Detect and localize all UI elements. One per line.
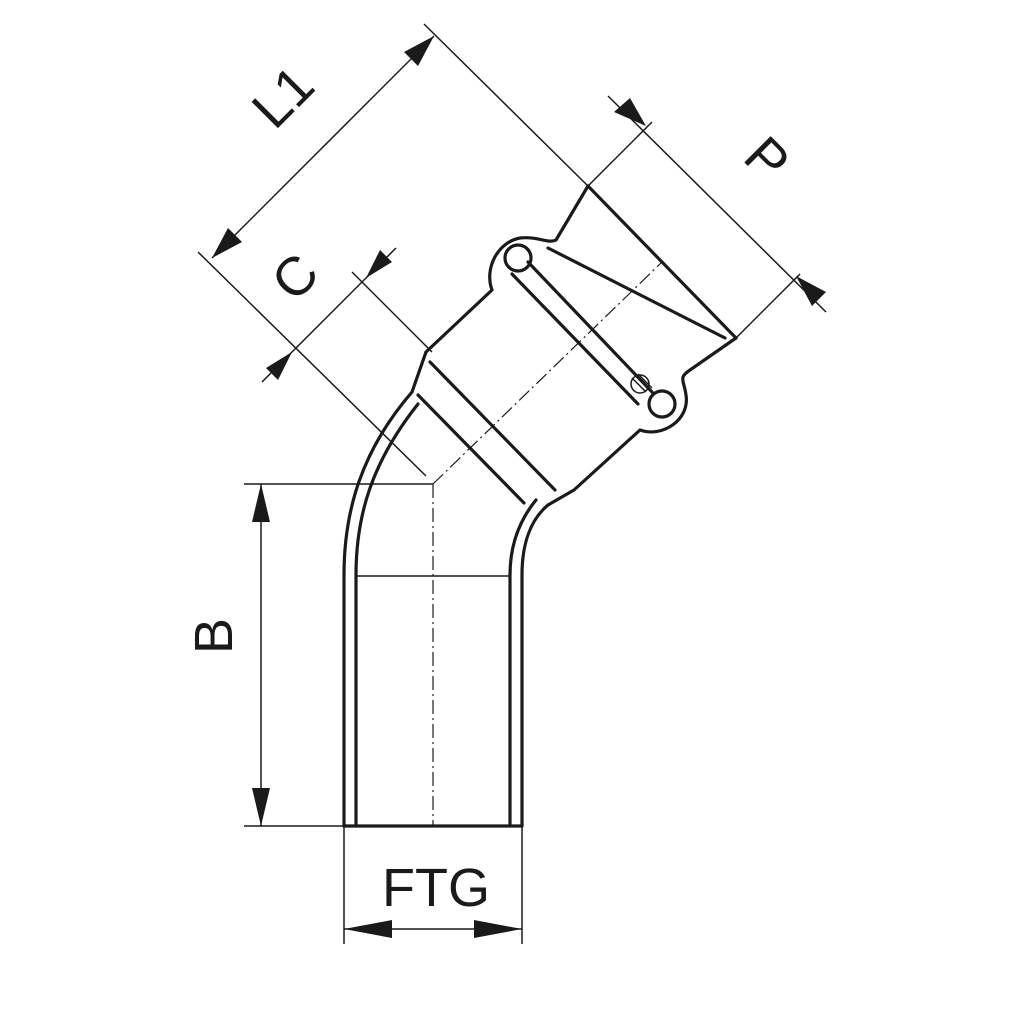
oring-groove-mark-2 (637, 373, 653, 389)
l1-extension-top (423, 23, 589, 187)
p-extension-top (587, 121, 653, 187)
dimension-b (244, 483, 433, 827)
p-extension-bottom (735, 273, 801, 339)
b-arrow-top (252, 484, 270, 522)
socket-upper-wall (546, 336, 738, 507)
center-line-angled (432, 261, 663, 485)
socket-band-3 (546, 246, 727, 340)
ftg-tube-left-wall (342, 350, 428, 828)
l1-arrow-bottom (212, 228, 242, 258)
ftg-tube-inner-left-wall (354, 402, 420, 828)
dimension-l1 (197, 23, 589, 477)
ftg-arrow-left (344, 920, 392, 938)
oring-groove-mark-1 (631, 377, 647, 393)
p-arrow-bottom (796, 276, 826, 306)
oring-top (503, 243, 533, 273)
l1-arrow-top (404, 36, 434, 66)
socket-lower-wall (424, 184, 590, 354)
l1-extension-bottom (197, 251, 427, 477)
label-c: C (260, 242, 330, 312)
socket-inner-line-b (510, 272, 640, 406)
dimension-p (587, 95, 827, 339)
center-lines (432, 261, 663, 826)
socket-inner-line-a (526, 260, 654, 394)
oring-bottom (647, 389, 677, 419)
l1-dimension-line (211, 35, 435, 259)
dimension-c (261, 247, 433, 383)
p-dimension-line (607, 95, 827, 313)
label-b: B (184, 618, 244, 654)
label-p: P (733, 125, 801, 193)
label-ftg: FTG (382, 858, 490, 918)
ftg-tube-inner-right-wall (508, 498, 538, 828)
label-l1: L1 (241, 55, 326, 140)
ftg-arrow-right (474, 920, 522, 938)
ftg-tube-right-wall (520, 503, 550, 828)
c-arrow-bottom (266, 352, 292, 380)
c-extension-top (351, 271, 433, 353)
c-arrow-top (366, 250, 392, 278)
dimension-ftg (343, 826, 523, 944)
p-arrow-top (614, 98, 646, 126)
b-arrow-bottom (252, 788, 270, 826)
socket-band-2 (416, 393, 526, 505)
fitting-body (342, 184, 738, 828)
